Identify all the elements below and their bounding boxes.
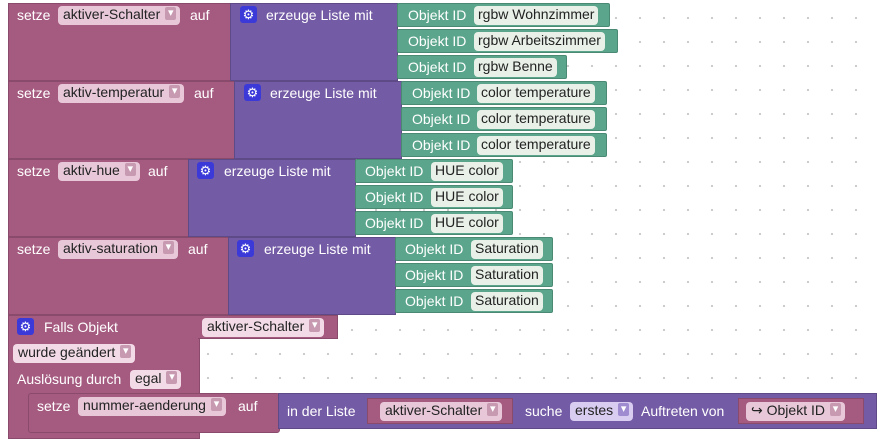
set-label: setze [17,85,51,101]
object-id-field[interactable]: color temperature [477,136,595,155]
create-list-block-2[interactable] [234,81,402,159]
gear-icon[interactable]: ⚙ [17,318,34,335]
create-list-block-1[interactable] [230,3,398,81]
variable-dropdown[interactable]: aktiv-hue [58,162,140,181]
occurrence-label: Auftreten von [641,403,725,419]
trigger-title: Falls Objekt [44,319,118,335]
object-id-field[interactable]: color temperature [477,84,595,103]
list-variable-dropdown[interactable]: aktiver-Schalter [380,402,503,421]
object-id-label: Objekt ID [766,402,825,418]
find-mode-dropdown[interactable]: erstes [570,402,634,421]
object-id-field[interactable]: color temperature [477,110,595,129]
object-id-field[interactable]: Saturation [471,266,543,285]
object-id-label: Objekt ID [405,293,464,309]
redirect-icon: ↪ [751,402,763,418]
trigger-dropdown[interactable]: egal [130,370,182,389]
variable-dropdown[interactable]: aktiv-temperatur [58,84,185,103]
object-id-field[interactable]: rgbw Arbeitszimmer [474,32,605,51]
create-list-block-4[interactable] [228,237,396,315]
object-id-dropdown[interactable]: ↪ Objekt ID [746,402,845,421]
in-list-label: in der Liste [287,403,356,419]
to-label: auf [188,241,208,257]
object-id-label: Objekt ID [408,59,467,75]
gear-icon[interactable]: ⚙ [197,162,214,179]
variable-dropdown[interactable]: aktiv-saturation [58,240,178,259]
set-label: setze [37,398,71,414]
to-label: auf [148,163,168,179]
create-list-block-3[interactable] [188,159,356,237]
create-list-label: erzeuge Liste mit [266,7,373,23]
variable-dropdown[interactable]: aktiver-Schalter [58,6,181,25]
object-id-label: Objekt ID [405,267,464,283]
object-id-field[interactable]: rgbw Benne [474,58,557,77]
object-id-label: Objekt ID [365,163,424,179]
object-id-field[interactable]: HUE color [431,162,503,181]
object-id-field[interactable]: HUE color [431,188,503,207]
create-list-label: erzeuge Liste mit [270,85,377,101]
to-label: auf [190,7,210,23]
object-id-label: Objekt ID [365,189,424,205]
create-list-label: erzeuge Liste mit [224,163,331,179]
object-id-label: Objekt ID [365,215,424,231]
to-label: auf [194,85,214,101]
object-id-label: Objekt ID [408,7,467,23]
create-list-label: erzeuge Liste mit [264,241,371,257]
object-id-field[interactable]: Saturation [471,240,543,259]
set-label: setze [17,7,51,23]
find-label: suche [525,403,563,419]
object-id-label: Objekt ID [412,137,471,153]
object-id-label: Objekt ID [405,241,464,257]
changed-dropdown[interactable]: wurde geändert [13,344,136,363]
trigger-label: Auslösung durch [17,371,122,387]
gear-icon[interactable]: ⚙ [237,240,254,257]
gear-icon[interactable]: ⚙ [240,6,257,23]
to-label: auf [238,398,258,414]
object-id-label: Objekt ID [408,33,467,49]
object-id-field[interactable]: Saturation [471,292,543,311]
gear-icon[interactable]: ⚙ [244,84,261,101]
set-label: setze [17,241,51,257]
object-variable-dropdown[interactable]: aktiver-Schalter [202,318,325,337]
object-id-label: Objekt ID [412,111,471,127]
object-id-label: Objekt ID [412,85,471,101]
object-id-field[interactable]: rgbw Wohnzimmer [474,6,599,25]
object-id-field[interactable]: HUE color [431,214,503,233]
variable-dropdown[interactable]: nummer-aenderung [78,397,226,416]
set-label: setze [17,163,51,179]
